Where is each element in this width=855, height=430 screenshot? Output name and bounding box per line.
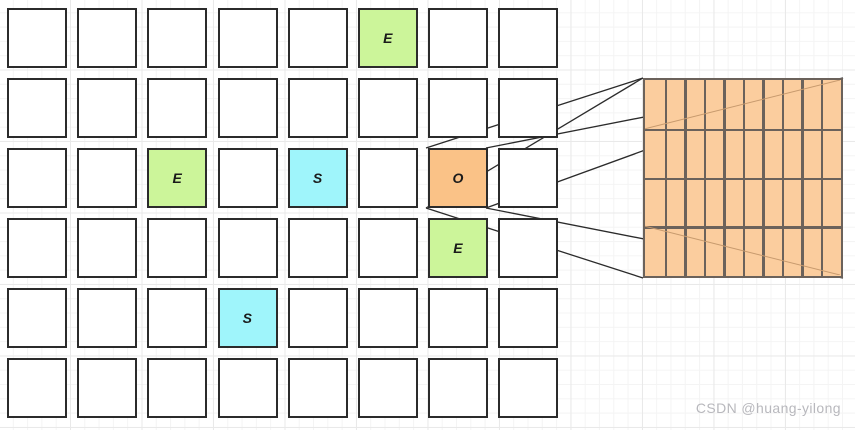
grid-cell-r1-c4[interactable] — [217, 8, 278, 68]
grid-cell-r4-c1[interactable] — [7, 218, 67, 278]
grid-cell-e-r1-c6[interactable]: E — [358, 8, 418, 68]
grid-cell-r5-c5[interactable] — [287, 288, 348, 348]
grid-cell-r3-c4[interactable] — [217, 148, 278, 208]
grid-cell-r4-c2[interactable] — [77, 218, 138, 278]
zoom-row-divider-3 — [645, 226, 841, 229]
grid-cell-r2-c8[interactable] — [498, 78, 559, 138]
grid-cell-s-r5-c4[interactable]: S — [217, 288, 278, 348]
grid-cell-r1-c8[interactable] — [498, 8, 559, 68]
grid-cell-r6-c3[interactable] — [147, 358, 208, 418]
grid-cell-e-r3-c3[interactable]: E — [147, 148, 208, 208]
grid-cell-r2-c1[interactable] — [7, 78, 67, 138]
grid-cell-r5-c1[interactable] — [7, 288, 67, 348]
grid-cell-r3-c6[interactable] — [358, 148, 418, 208]
grid-cell-r4-c4[interactable] — [217, 218, 278, 278]
zoom-row-divider-2 — [645, 177, 841, 180]
grid-cell-r6-c2[interactable] — [77, 358, 138, 418]
grid-cell-r6-c1[interactable] — [7, 358, 67, 418]
grid-cell-r6-c8[interactable] — [498, 358, 559, 418]
grid-cell-r6-c5[interactable] — [287, 358, 348, 418]
grid-cell-r5-c2[interactable] — [77, 288, 138, 348]
grid-cell-r5-c3[interactable] — [147, 288, 208, 348]
grid-cell-r3-c2[interactable] — [77, 148, 138, 208]
grid-cell-r3-c1[interactable] — [7, 148, 67, 208]
grid-cell-r1-c2[interactable] — [77, 8, 138, 68]
grid-cell-r4-c5[interactable] — [287, 218, 348, 278]
zoomed-cell-panel[interactable] — [643, 78, 843, 278]
grid-cell-r1-c3[interactable] — [147, 8, 208, 68]
watermark-text: CSDN @huang-yilong — [695, 400, 841, 416]
grid-cell-r3-c8[interactable] — [498, 148, 559, 208]
grid-cell-r1-c1[interactable] — [7, 8, 67, 68]
grid-cell-s-r3-c5[interactable]: S — [287, 148, 348, 208]
grid-cell-r2-c4[interactable] — [217, 78, 278, 138]
grid-cell-r6-c6[interactable] — [358, 358, 418, 418]
grid-cell-o-r3-c7[interactable]: O — [428, 148, 489, 208]
grid-cell-r5-c7[interactable] — [428, 288, 489, 348]
grid-cell-r4-c8[interactable] — [498, 218, 559, 278]
grid-cell-r5-c8[interactable] — [498, 288, 559, 348]
grid-cell-r2-c6[interactable] — [358, 78, 418, 138]
grid-cell-r2-c2[interactable] — [77, 78, 138, 138]
grid-cell-r1-c5[interactable] — [287, 8, 348, 68]
grid-cell-r5-c6[interactable] — [358, 288, 418, 348]
zoom-row-divider-1 — [645, 128, 841, 132]
grid-cell-r4-c3[interactable] — [147, 218, 208, 278]
grid-cell-r1-c7[interactable] — [428, 8, 489, 68]
grid-cell-r6-c7[interactable] — [428, 358, 489, 418]
grid-cell-r2-c5[interactable] — [287, 78, 348, 138]
grid-cell-r4-c6[interactable] — [358, 218, 418, 278]
grid-cell-r2-c3[interactable] — [147, 78, 208, 138]
zoom-guide-lines — [645, 80, 840, 275]
grid-cell-r6-c4[interactable] — [217, 358, 278, 418]
grid-cell-e-r4-c7[interactable]: E — [428, 218, 489, 278]
grid-cell-r2-c7[interactable] — [428, 78, 489, 138]
